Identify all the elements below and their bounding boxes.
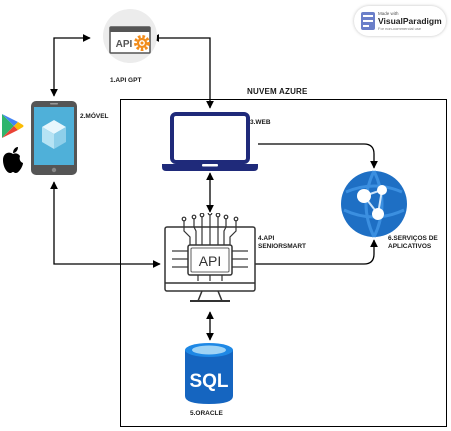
web-laptop-node — [158, 110, 262, 174]
api-gear-icon: API — [103, 9, 157, 63]
api-gpt-label: 1.API GPT — [110, 77, 142, 84]
mobile-label: 2.MÓVEL — [80, 113, 109, 120]
oracle-node: SQL — [183, 342, 235, 406]
globe-network-icon — [341, 170, 407, 238]
connector-gpt-mobile — [50, 34, 91, 97]
api-gpt-icon-text: API — [116, 39, 133, 50]
visual-paradigm-logo-icon — [361, 12, 375, 30]
oracle-label: 5.ORACLE — [190, 410, 223, 417]
google-play-icon — [2, 114, 24, 138]
visual-paradigm-badge: Made with VisualParadigm For non-commerc… — [354, 6, 446, 36]
api-senior-label-line1: 4.API — [258, 235, 275, 242]
web-label: 3.WEB — [250, 119, 271, 126]
mobile-phone-node — [30, 100, 78, 176]
sql-icon-text: SQL — [189, 371, 228, 392]
badge-brand: VisualParadigm — [378, 16, 442, 26]
api-gpt-node: API — [94, 3, 166, 65]
app-services-label-line2: APLICATIVOS — [388, 243, 432, 250]
connector-api-services — [255, 239, 378, 265]
phone-icon — [31, 101, 77, 175]
connector-gpt-web — [151, 34, 214, 109]
cloud-title: NUVEM AZURE — [247, 87, 308, 96]
api-senior-icon-text: API — [199, 253, 222, 269]
monitor-icon: API — [164, 210, 256, 302]
badge-made-with: Made with — [378, 11, 399, 16]
api-seniorsmart-node: API — [162, 210, 258, 311]
apple-icon — [3, 147, 23, 173]
connector-mobile-api — [50, 181, 161, 268]
database-icon: SQL — [185, 343, 233, 404]
connector-web-services — [258, 143, 378, 169]
badge-note: For non-commercial use — [378, 26, 422, 31]
api-senior-label-line2: SENIORSMART — [258, 243, 307, 250]
app-services-label-line1: 6.SERVIÇOS DE — [388, 235, 438, 242]
app-cube-icon — [42, 120, 66, 149]
circuit-icon — [172, 210, 248, 281]
gear-icon — [134, 35, 150, 51]
app-services-node — [340, 170, 408, 238]
laptop-icon — [162, 112, 258, 171]
